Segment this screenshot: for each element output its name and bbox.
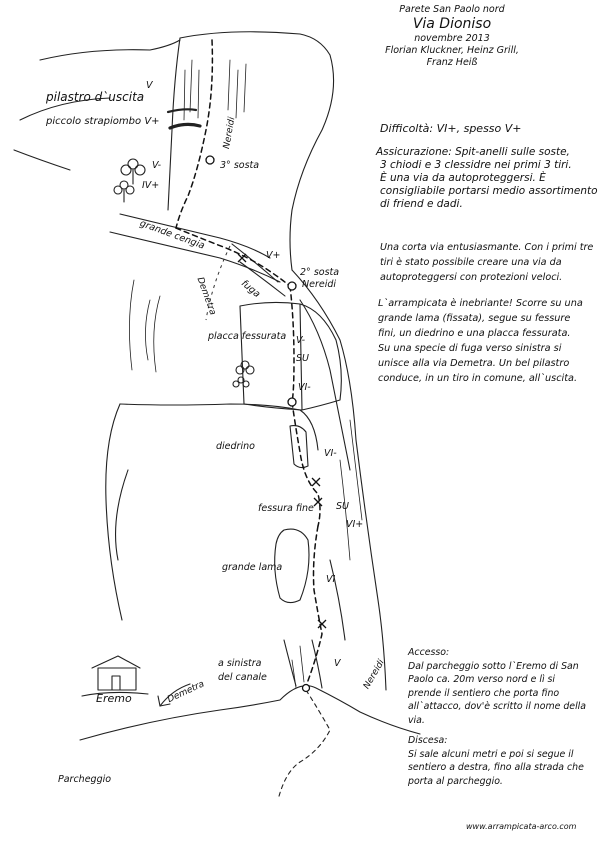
wall-right-edge (292, 270, 386, 690)
protection-line: È una via da autoproteggersi. È (376, 172, 601, 185)
protection-line: Assicurazione: Spit-anelli sulle soste, (376, 146, 601, 159)
belay-3 (206, 156, 214, 164)
grade-label: VI+ (346, 519, 363, 530)
access-title: Accesso: (408, 646, 603, 660)
descent-text: Discesa: Si sale alcuni metri e poi si s… (408, 734, 603, 788)
protection-line: consigliabile portarsi medio assortiment… (376, 185, 601, 198)
left-ridge (40, 40, 180, 60)
label-grande-lama: grande lama (222, 562, 282, 573)
label-sosta-2: 2° sosta (300, 267, 339, 278)
trail-path (278, 690, 330, 800)
protection-text: Assicurazione: Spit-anelli sulle soste, … (376, 146, 601, 211)
label-diedrino: diedrino (216, 441, 255, 452)
access-text: Accesso: Dal parcheggio sotto l`Eremo di… (408, 646, 603, 727)
trees-left (114, 159, 145, 202)
protection-line: 3 chiodi e 3 clessidre nei primi 3 tiri. (376, 159, 601, 172)
label-del-canale: del canale (218, 672, 267, 683)
grade-label: VI- (298, 382, 311, 393)
authors-line-1: Florian Kluckner, Heinz Grill, (352, 45, 552, 57)
label-sosta-2-nereidi: Nereidi (302, 279, 336, 290)
belay-2 (288, 282, 296, 290)
left-terrain-2 (14, 150, 70, 170)
label-parcheggio: Parcheggio (58, 774, 111, 785)
belay-start (303, 685, 310, 692)
middle-wall-contour (116, 470, 128, 560)
wall-name: Parete San Paolo nord (352, 4, 552, 16)
website-footer: www.arrampicata-arco.com (466, 822, 576, 831)
middle-wall-left (106, 404, 122, 620)
label-a-sinistra: a sinistra (218, 658, 262, 669)
grade-label: V- (296, 335, 305, 346)
grade-label: IV+ (142, 180, 159, 191)
wall-top-outline (180, 32, 330, 55)
route-line-exit (176, 40, 212, 228)
protection-line: di friend e dadi. (376, 198, 601, 211)
eremo-hut-icon (82, 656, 148, 696)
label-pilastro-uscita: pilastro d`uscita (46, 90, 144, 104)
grade-label: V- (152, 160, 161, 171)
grade-label: V (334, 658, 341, 669)
descent-title: Discesa: (408, 734, 603, 748)
grade-label: V (146, 80, 153, 91)
intro-text: Una corta via entusiasmante. Con i primi… (380, 240, 605, 285)
grade-label: VI (326, 574, 335, 585)
label-sosta-3: 3° sosta (220, 160, 259, 171)
canale-left (284, 640, 296, 686)
grade-label: VI- (324, 448, 337, 459)
authors-line-2: Franz Heiß (352, 57, 552, 69)
label-eremo: Eremo (96, 692, 132, 705)
label-fessura-fine: fessura fine (258, 503, 314, 514)
grade-label: SU (336, 501, 349, 512)
label-piccolo-strapiombo: piccolo strapiombo V+ (46, 116, 160, 127)
grade-label: SU (296, 353, 309, 364)
grade-label: V+ (266, 250, 280, 261)
difficulty-text: Difficoltà: VI+, spesso V+ (380, 122, 522, 135)
trees-placca (233, 361, 254, 387)
left-rock-face (330, 560, 345, 640)
belay-1 (288, 398, 296, 406)
pillar-right-edge (290, 55, 334, 270)
route-title: Via Dioniso (352, 16, 552, 34)
route-header: Parete San Paolo nord Via Dioniso novemb… (352, 4, 552, 69)
route-date: novembre 2013 (352, 33, 552, 45)
label-placca-fessurata: placca fessurata (208, 331, 286, 342)
strapiombo-mark (170, 124, 200, 128)
description-text: L`arrampicata è inebriante! Scorre su un… (378, 296, 606, 386)
